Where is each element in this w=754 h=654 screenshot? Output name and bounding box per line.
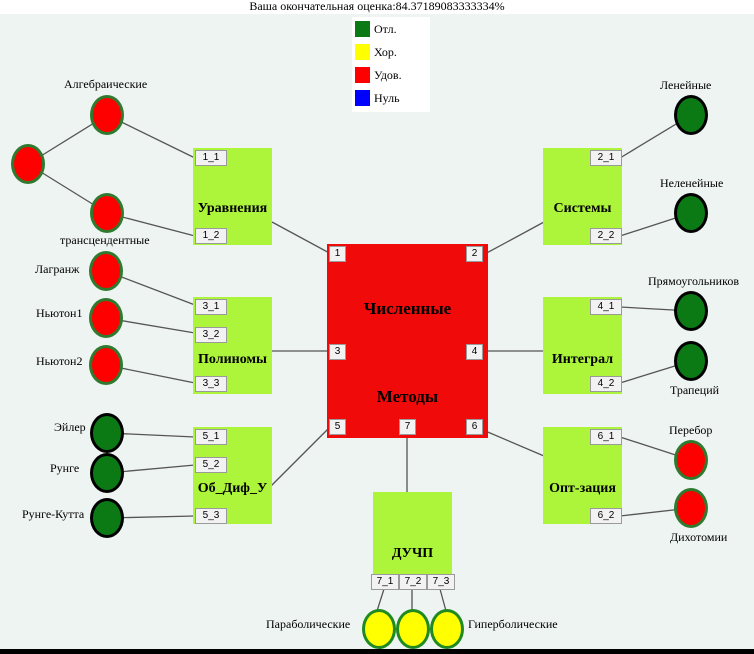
node-nonlinear[interactable] xyxy=(674,193,708,233)
core-port-7[interactable]: 7 xyxy=(399,419,416,435)
link-7_3-hyperbolic xyxy=(439,588,447,612)
label-parabolic: Параболические xyxy=(266,617,351,631)
tag-2_1[interactable]: 2_1 xyxy=(590,150,622,166)
core-numerical-methods[interactable]: Численные Методы xyxy=(327,244,488,438)
legend: Отл. Хор. Удов. Нуль xyxy=(352,17,430,112)
core-port-2[interactable]: 2 xyxy=(466,246,483,262)
label-runge: Рунге xyxy=(50,461,80,475)
core-label-line2: Методы xyxy=(376,387,439,406)
tag-5_2[interactable]: 5_2 xyxy=(195,457,227,473)
link-equations-core xyxy=(271,221,334,256)
legend-label: Отл. xyxy=(374,22,397,36)
label-rectangles: Прямоугольников xyxy=(648,274,739,288)
label-trapezoids: Трапеций xyxy=(670,383,720,397)
label-euler: Эйлер xyxy=(54,420,86,434)
core-port-3[interactable]: 3 xyxy=(329,344,346,360)
module-polynomials-label: Полиномы xyxy=(198,352,267,367)
module-systems-label: Системы xyxy=(553,201,612,216)
legend-label: Нуль xyxy=(374,91,400,105)
node-euler[interactable] xyxy=(90,413,124,453)
core-port-1[interactable]: 1 xyxy=(329,246,346,262)
tag-5_1[interactable]: 5_1 xyxy=(195,429,227,445)
label-runge-kutta: Рунге-Кутта xyxy=(22,507,85,521)
core-port-4[interactable]: 4 xyxy=(466,344,483,360)
tag-4_1[interactable]: 4_1 xyxy=(590,299,622,315)
bottom-border xyxy=(0,649,754,654)
module-pde-label: ДУЧП xyxy=(391,546,434,561)
node-pde-middle[interactable] xyxy=(396,609,430,649)
tag-3_2[interactable]: 3_2 xyxy=(195,327,227,343)
core-label-line1: Численные xyxy=(363,299,452,318)
tag-6_1[interactable]: 6_1 xyxy=(590,429,622,445)
core-port-6[interactable]: 6 xyxy=(466,419,483,435)
tag-3_1[interactable]: 3_1 xyxy=(195,299,227,315)
tag-2_2[interactable]: 2_2 xyxy=(590,228,622,244)
label-transcendental: трансцендентные xyxy=(60,233,150,247)
final-score-title: Ваша окончательная оценка:84.37189083333… xyxy=(0,0,754,14)
node-transcendental[interactable] xyxy=(90,193,124,233)
tag-4_2[interactable]: 4_2 xyxy=(590,376,622,392)
label-newton1: Ньютон1 xyxy=(36,306,83,320)
tag-3_3[interactable]: 3_3 xyxy=(195,376,227,392)
node-dichotomy[interactable] xyxy=(674,488,708,528)
node-enumeration[interactable] xyxy=(674,440,708,480)
node-newton1[interactable] xyxy=(89,298,123,338)
module-ode-label: Об_Диф_У xyxy=(197,481,268,496)
module-integral-label: Интеграл xyxy=(551,352,614,367)
legend-swatch-blue xyxy=(355,90,370,106)
label-lagrange: Лагранж xyxy=(35,262,80,276)
node-runge-kutta[interactable] xyxy=(90,498,124,538)
module-optimization-label: Опт-зация xyxy=(549,481,616,496)
label-nonlinear: Неленейные xyxy=(660,176,724,190)
label-hyperbolic: Гиперболические xyxy=(468,617,558,631)
tag-5_3[interactable]: 5_3 xyxy=(195,508,227,524)
module-equations-label: Уравнения xyxy=(197,201,268,216)
module-pde[interactable]: ДУЧП xyxy=(373,492,452,589)
link-7_1-parabolic xyxy=(376,588,385,612)
node-trapezoids[interactable] xyxy=(674,341,708,381)
node-hyperbolic[interactable] xyxy=(430,609,464,649)
node-runge[interactable] xyxy=(90,453,124,493)
node-linear[interactable] xyxy=(674,95,708,135)
tag-1_2[interactable]: 1_2 xyxy=(195,228,227,244)
node-equations-root[interactable] xyxy=(11,144,45,184)
label-newton2: Ньютон2 xyxy=(36,354,83,368)
node-parabolic[interactable] xyxy=(362,609,396,649)
tag-6_2[interactable]: 6_2 xyxy=(590,508,622,524)
tag-7_3[interactable]: 7_3 xyxy=(427,574,455,590)
legend-swatch-green xyxy=(355,21,370,37)
link-opt-core xyxy=(482,429,545,457)
tag-7_1[interactable]: 7_1 xyxy=(371,574,399,590)
tag-7_2[interactable]: 7_2 xyxy=(399,574,427,590)
label-linear: Ленейные xyxy=(660,78,712,92)
link-systems-core xyxy=(482,221,545,256)
node-algebraic[interactable] xyxy=(90,95,124,135)
node-newton2[interactable] xyxy=(89,345,123,385)
legend-swatch-red xyxy=(355,67,370,83)
label-algebraic: Алгебраические xyxy=(64,77,148,91)
label-dichotomy: Дихотомии xyxy=(670,530,728,544)
legend-label: Хор. xyxy=(374,45,397,59)
tag-1_1[interactable]: 1_1 xyxy=(195,150,227,166)
legend-swatch-yellow xyxy=(355,44,370,60)
core-port-5[interactable]: 5 xyxy=(329,419,346,435)
link-ode-core xyxy=(270,424,333,487)
label-enumeration: Перебор xyxy=(669,423,713,437)
node-rectangles[interactable] xyxy=(674,291,708,331)
node-lagrange[interactable] xyxy=(89,251,123,291)
legend-label: Удов. xyxy=(374,68,402,82)
